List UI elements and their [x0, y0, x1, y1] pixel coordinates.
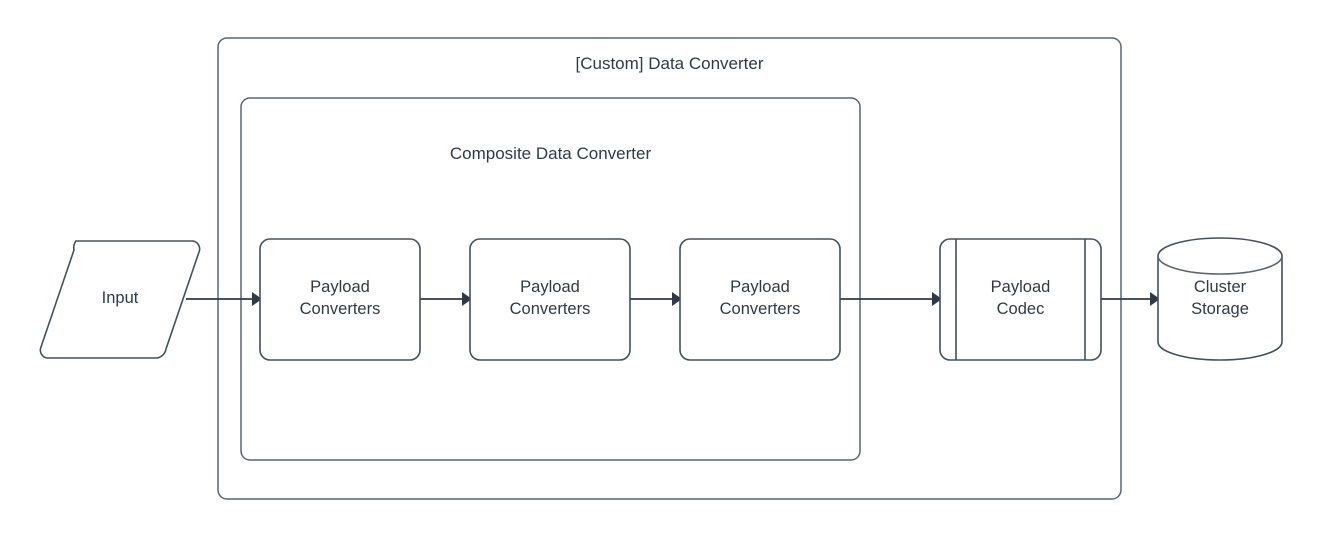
edge-payload-converters-3-to-payload-codec [840, 292, 942, 306]
node-payload-converters-1-shape[interactable] [259, 238, 421, 361]
node-cluster-storage-label: Cluster Storage [1191, 278, 1249, 318]
container-custom-data-converter-title: [Custom] Data Converter [575, 54, 764, 73]
edge-payload-converters-2-to-3 [630, 292, 682, 306]
container-composite-data-converter-title: Composite Data Converter [449, 144, 652, 163]
edge-input-to-payload-converters-1 [186, 292, 262, 306]
container-composite-data-converter[interactable] [240, 97, 861, 461]
node-payload-converters-3-shape[interactable] [679, 238, 841, 361]
container-custom-data-converter[interactable] [217, 37, 1122, 500]
edge-payload-codec-to-cluster-storage [1101, 292, 1160, 306]
node-payload-converters-2-label: Payload Converters [509, 278, 591, 318]
node-payload-converters-1-label: Payload Converters [299, 278, 381, 318]
node-input-label: Input [101, 289, 139, 307]
node-payload-converters-2-shape[interactable] [469, 238, 631, 361]
node-payload-converters-3-label: Payload Converters [719, 278, 801, 318]
node-payload-codec-shape[interactable] [939, 238, 1102, 361]
node-cluster-storage-shape[interactable] [1157, 237, 1283, 361]
node-payload-codec-label: Payload Codec [990, 278, 1051, 318]
node-input-shape[interactable] [39, 240, 201, 359]
edge-payload-converters-1-to-2 [420, 292, 472, 306]
